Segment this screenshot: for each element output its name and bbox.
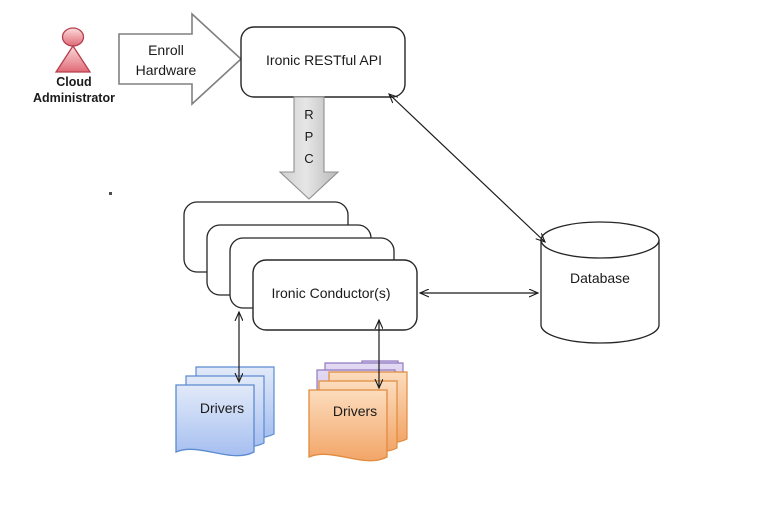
- rpc-arrow: [278, 96, 340, 200]
- stray-dot-artifact: [109, 192, 112, 195]
- actor-icon: [54, 27, 92, 73]
- connector-api-to-database: [389, 94, 545, 242]
- database-cylinder: [540, 221, 660, 344]
- ironic-conductor-front-box: [252, 259, 418, 331]
- ironic-conductor-stack: [183, 201, 418, 331]
- enroll-hardware-arrow: [118, 12, 243, 106]
- ironic-restful-api-box: [240, 26, 406, 98]
- drivers-blue-documents: [175, 366, 275, 457]
- drivers-orange-documents: [308, 371, 408, 462]
